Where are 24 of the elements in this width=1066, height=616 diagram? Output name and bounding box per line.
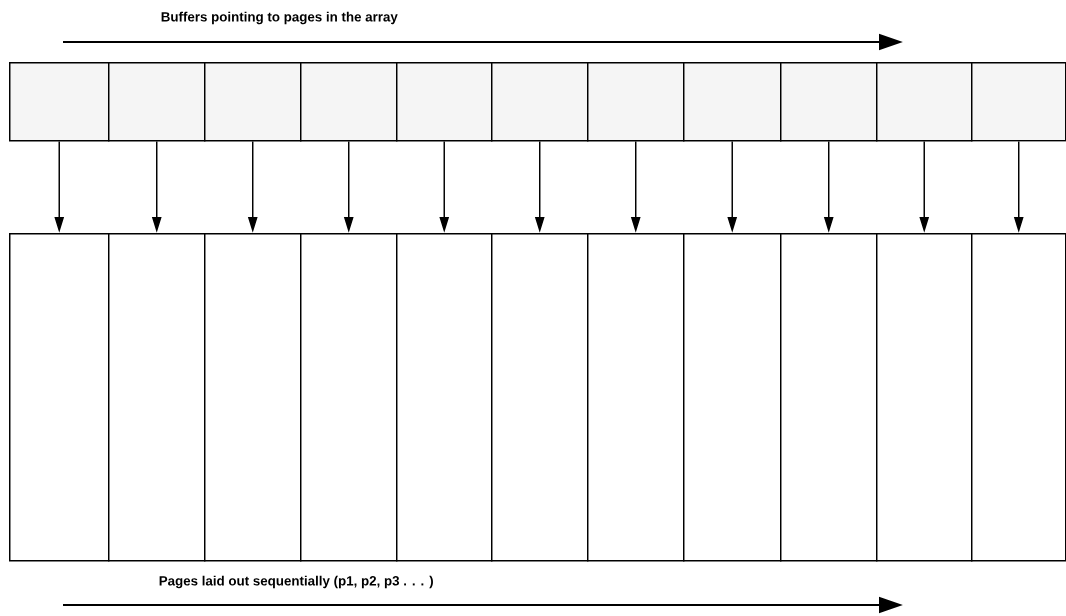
page-cell xyxy=(780,233,878,562)
page-cell xyxy=(300,233,398,562)
page-cell xyxy=(971,233,1066,562)
page-cell xyxy=(491,233,589,562)
buffer-cell xyxy=(204,62,302,142)
buffer-cell xyxy=(780,62,878,142)
page-cell xyxy=(108,233,206,562)
page-cell xyxy=(683,233,782,562)
page-cell xyxy=(204,233,302,562)
page-cell xyxy=(9,233,110,562)
buffer-cell xyxy=(876,62,973,142)
buffer-cell xyxy=(396,62,493,142)
buffer-cell xyxy=(683,62,782,142)
page-cell xyxy=(876,233,973,562)
caption-text: Pages laid out sequentially (p1, p2, p3 . . . ) xyxy=(159,575,433,589)
buffer-cell xyxy=(9,62,110,142)
buffer-cell xyxy=(108,62,206,142)
buffer-cell xyxy=(300,62,398,142)
buffer-cell xyxy=(491,62,589,142)
buffer-cell xyxy=(587,62,685,142)
page-cell xyxy=(587,233,685,562)
caption-text: Buffers pointing to pages in the array xyxy=(161,11,398,25)
page-cell xyxy=(396,233,493,562)
buffer-cell xyxy=(971,62,1066,142)
